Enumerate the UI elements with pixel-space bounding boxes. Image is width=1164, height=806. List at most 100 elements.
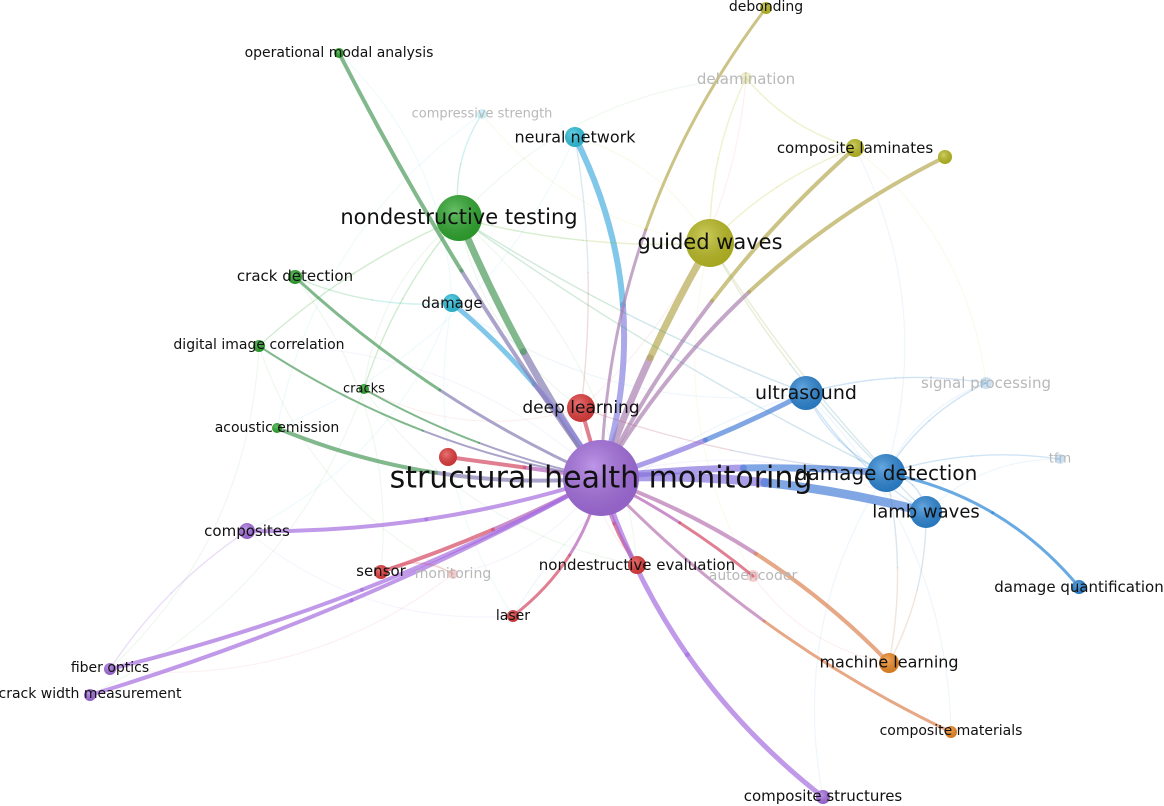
node-us[interactable] xyxy=(789,376,823,410)
node-cr[interactable] xyxy=(359,384,369,394)
node-cm[interactable] xyxy=(945,726,957,738)
node-circle[interactable] xyxy=(740,72,752,84)
faint-link xyxy=(600,459,927,513)
node-shade xyxy=(334,48,344,58)
link-shm-cwm xyxy=(88,598,354,697)
term-label: signal processing xyxy=(921,374,1051,392)
node-y2[interactable] xyxy=(938,150,952,164)
node-deb[interactable] xyxy=(760,2,772,14)
node-ml[interactable] xyxy=(879,653,899,673)
node-circle[interactable] xyxy=(448,569,458,579)
link-shm-cst xyxy=(684,652,826,800)
node-mon[interactable] xyxy=(448,569,458,579)
link-shm-nn xyxy=(572,134,626,308)
faint-link xyxy=(443,302,514,617)
node-shade xyxy=(239,523,255,539)
node-shade xyxy=(374,565,388,579)
faint-link xyxy=(458,217,582,409)
node-dmg[interactable] xyxy=(443,294,461,312)
node-nn[interactable] xyxy=(565,127,585,147)
term-label: acoustic emission xyxy=(215,420,340,436)
node-fo[interactable] xyxy=(104,663,116,675)
term-label: damage quantification xyxy=(994,578,1163,596)
term-label: digital image correlation xyxy=(173,337,344,353)
node-circle[interactable] xyxy=(1055,454,1065,464)
node-shade xyxy=(945,726,957,738)
node-dq[interactable] xyxy=(1072,580,1086,594)
link-del-gw xyxy=(717,77,747,160)
faint-link xyxy=(694,242,754,577)
node-cs[interactable] xyxy=(477,109,487,119)
link-mon-sen xyxy=(416,562,454,575)
link-shm-ae xyxy=(275,426,438,475)
node-shade xyxy=(443,294,461,312)
faint-link xyxy=(481,113,711,244)
link-shm-fo xyxy=(108,587,364,671)
node-cl[interactable] xyxy=(846,139,864,157)
node-cst[interactable] xyxy=(816,790,830,804)
term-label: tfm xyxy=(1049,452,1071,467)
node-shade xyxy=(507,610,519,622)
term-label: deep learning xyxy=(522,398,639,418)
node-sp[interactable] xyxy=(980,377,992,389)
node-shade xyxy=(879,653,899,673)
node-shade xyxy=(910,496,942,528)
faint-link xyxy=(458,77,747,219)
node-lw[interactable] xyxy=(910,496,942,528)
term-label: damage xyxy=(421,294,482,312)
term-label: neural network xyxy=(514,128,636,147)
node-ndev[interactable] xyxy=(628,556,646,574)
node-nde[interactable] xyxy=(436,195,482,241)
node-ae2[interactable] xyxy=(747,570,759,582)
link-nde-dic xyxy=(258,272,355,347)
node-shade xyxy=(938,150,952,164)
node-ae[interactable] xyxy=(272,423,282,433)
node-circle[interactable] xyxy=(477,109,487,119)
node-shade xyxy=(789,376,823,410)
node-dd[interactable] xyxy=(867,454,905,492)
link-cd-dmg xyxy=(294,276,373,301)
node-r1[interactable] xyxy=(439,448,457,466)
node-circle[interactable] xyxy=(747,570,759,582)
link-tfm-dd xyxy=(971,454,1061,460)
link-nde-dd xyxy=(666,353,887,474)
node-tfm[interactable] xyxy=(1055,454,1065,464)
term-label: crack width measurement xyxy=(0,686,182,702)
link-nde-us xyxy=(458,217,629,316)
node-del[interactable] xyxy=(740,72,752,84)
node-circle[interactable] xyxy=(980,377,992,389)
node-shm[interactable] xyxy=(563,440,639,516)
node-shade xyxy=(565,127,585,147)
link-shm-cr xyxy=(363,388,480,444)
node-shade xyxy=(288,270,302,284)
faint-link xyxy=(363,388,638,566)
link-nde-cr xyxy=(363,297,404,390)
faint-link xyxy=(363,388,582,422)
link-dl-nn xyxy=(580,271,589,409)
node-shade xyxy=(253,340,265,352)
faint-link xyxy=(338,52,453,304)
faint-link xyxy=(854,147,906,474)
node-oma[interactable] xyxy=(334,48,344,58)
node-dic[interactable] xyxy=(253,340,265,352)
node-shade xyxy=(760,2,772,14)
faint-link xyxy=(109,345,260,670)
link-sp-us xyxy=(894,376,987,384)
link-shm-ae2 xyxy=(678,521,755,578)
faint-link xyxy=(276,113,483,429)
faint-link xyxy=(813,472,887,798)
faint-link xyxy=(258,345,454,575)
term-label: cracks xyxy=(343,382,385,397)
node-gw[interactable] xyxy=(686,219,734,267)
link-dl-dd xyxy=(580,407,733,451)
node-shade xyxy=(563,440,639,516)
node-shade xyxy=(567,394,595,422)
node-cd[interactable] xyxy=(288,270,302,284)
node-sen[interactable] xyxy=(374,565,388,579)
node-dl[interactable] xyxy=(567,394,595,422)
node-las[interactable] xyxy=(507,610,519,622)
node-comp[interactable] xyxy=(239,523,255,539)
node-cwm[interactable] xyxy=(84,689,96,701)
